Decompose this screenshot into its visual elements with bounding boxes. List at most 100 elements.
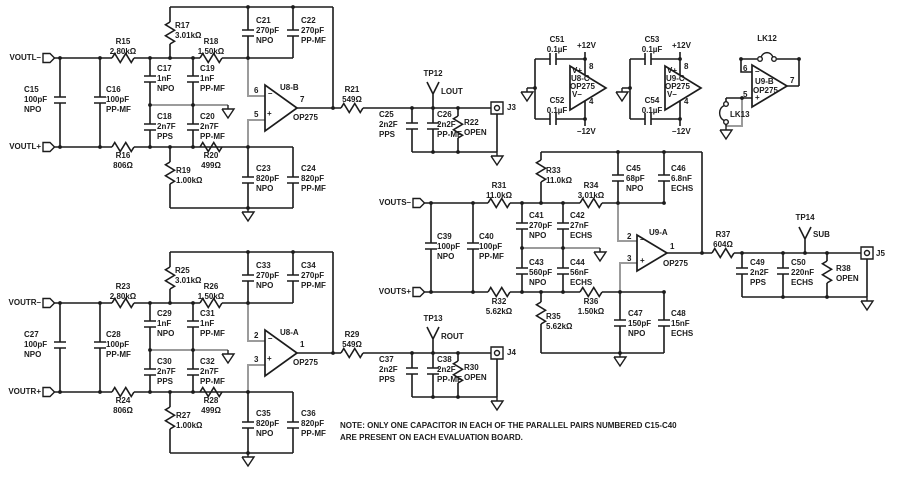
- label-c33: C33 270pF NPO: [256, 261, 280, 290]
- label-c44: C44 56nF ECHS: [570, 258, 593, 287]
- u8a-pin-inv: 2: [254, 331, 259, 340]
- label-r35: R35 5.62kΩ: [546, 312, 573, 331]
- label-plus12v-2: +12V: [672, 41, 691, 50]
- input-label-voutl-minus: VOUTL–: [9, 53, 41, 62]
- u8b-name: U8-B: [280, 83, 299, 92]
- u9c-pin-vminus: 4: [684, 97, 689, 106]
- label-c54: C54 0.1µF: [641, 96, 663, 115]
- label-lk13: LK13: [730, 110, 750, 119]
- u8c-name: U8-C: [571, 74, 590, 83]
- label-c45: C45 68pF NPO: [626, 164, 645, 193]
- u9a-pin-inv: 2: [627, 232, 632, 241]
- label-c29: C29 1nF NPO: [157, 309, 175, 338]
- u9c-vplus: V+: [667, 66, 678, 75]
- u9b-name: U9-B: [755, 77, 774, 86]
- label-j3: J3: [507, 103, 516, 112]
- label-c39: C39 100pF NPO: [437, 232, 461, 261]
- label-c25: C25 2n2F PPS: [379, 110, 398, 139]
- label-r24: R24 806Ω: [113, 396, 133, 415]
- jumper-arc-lk12: [760, 51, 774, 58]
- label-c15: C15 100pF NPO: [24, 85, 48, 114]
- u9a-plus-sign: +: [640, 256, 645, 265]
- u9b-pin-out: 7: [790, 76, 795, 85]
- label-minus12v-1: –12V: [577, 127, 596, 136]
- label-c48: C48 15nF ECHS: [671, 309, 694, 338]
- label-j5: J5: [876, 249, 885, 258]
- u8c-vplus: V+: [572, 66, 583, 75]
- label-c27: C27 100pF NPO: [24, 330, 48, 359]
- label-sub: SUB: [813, 230, 830, 239]
- u8a-pin-out: 1: [300, 340, 305, 349]
- u9a-pin-non: 3: [627, 254, 632, 263]
- u8a-plus-sign: +: [267, 354, 272, 363]
- u8c-part: OP275: [570, 82, 595, 91]
- u8c-pin-vplus: 8: [589, 62, 594, 71]
- u8b-minus-sign: –: [268, 89, 273, 98]
- input-label-vouts-minus: VOUTS–: [378, 198, 411, 207]
- label-c26: C26 2n2F PP-MF: [437, 110, 462, 139]
- label-r23: R23 2.80kΩ: [109, 282, 137, 301]
- label-tp14: TP14: [795, 213, 815, 222]
- input-label-vouts-plus: VOUTS+: [378, 287, 411, 296]
- label-c16: C16 100pF PP-MF: [106, 85, 131, 114]
- label-plus12v-1: +12V: [577, 41, 596, 50]
- label-minus12v-2: –12V: [672, 127, 691, 136]
- label-r33: R33 11.0kΩ: [546, 166, 572, 185]
- label-r27: R27 1.00kΩ: [176, 411, 203, 430]
- note-line-1: NOTE: ONLY ONE CAPACITOR IN EACH OF THE …: [340, 421, 677, 430]
- label-c30: C30 2n7F PPS: [157, 357, 176, 386]
- label-c23: C23 820pF NPO: [256, 164, 280, 193]
- label-r22: R22 OPEN: [464, 118, 487, 137]
- label-c41: C41 270pF NPO: [529, 211, 553, 240]
- label-r21: R21 549Ω: [342, 85, 362, 104]
- label-r17: R17 3.01kΩ: [175, 21, 202, 40]
- label-c28: C28 100pF PP-MF: [106, 330, 131, 359]
- label-r30: R30 OPEN: [464, 363, 487, 382]
- label-c49: C49 2n2F PPS: [750, 258, 769, 287]
- u8b-plus-sign: +: [267, 109, 272, 118]
- label-c50: C50 220nF ECHS: [791, 258, 815, 287]
- label-r34: R34 3.01kΩ: [577, 181, 605, 200]
- label-tp13: TP13: [423, 314, 443, 323]
- u8c-vminus: V–: [572, 90, 582, 99]
- wires-right-channel: [54, 251, 498, 454]
- input-label-voutr-plus: VOUTR+: [8, 387, 41, 396]
- u9b-pin-inv: 6: [743, 64, 748, 73]
- input-label-voutr-minus: VOUTR–: [8, 298, 41, 307]
- input-label-voutl-plus: VOUTL+: [9, 142, 41, 151]
- label-r19: R19 1.00kΩ: [176, 166, 203, 185]
- u8b-part: OP275: [293, 113, 318, 122]
- label-r26: R26 1.50kΩ: [197, 282, 225, 301]
- u9a-part: OP275: [663, 259, 688, 268]
- label-r16: R16 806Ω: [113, 151, 133, 170]
- wires-left-channel: [54, 6, 498, 209]
- u8b-pin-inv: 6: [254, 86, 259, 95]
- label-c36: C36 820pF PP-MF: [301, 409, 326, 438]
- label-c35: C35 820pF NPO: [256, 409, 280, 438]
- label-r36: R36 1.50kΩ: [577, 297, 605, 316]
- label-lk12: LK12: [757, 34, 777, 43]
- label-c37: C37 2n2F PPS: [379, 355, 398, 384]
- label-c46: C46 6.8nF ECHS: [671, 164, 694, 193]
- u9c-vminus: V–: [667, 90, 677, 99]
- label-c43: C43 560pF NPO: [529, 258, 553, 287]
- label-c34: C34 270pF PP-MF: [301, 261, 326, 290]
- u8b-pin-out: 7: [300, 95, 305, 104]
- junction-dots: [58, 5, 829, 455]
- u9c-pin-vplus: 8: [684, 62, 689, 71]
- u8c-pin-vminus: 4: [589, 97, 594, 106]
- label-c20: C20 2n7F PP-MF: [200, 112, 225, 141]
- label-j4: J4: [507, 348, 516, 357]
- u8b-pin-non: 5: [254, 110, 259, 119]
- u9a-name: U9-A: [649, 228, 668, 237]
- u9b-minus-sign: –: [755, 67, 760, 76]
- u8a-name: U8-A: [280, 328, 299, 337]
- u9a-pin-out: 1: [670, 242, 675, 251]
- label-c24: C24 820pF PP-MF: [301, 164, 326, 193]
- label-r32: R32 5.62kΩ: [485, 297, 513, 316]
- label-r31: R31 11.0kΩ: [486, 181, 512, 200]
- label-c40: C40 100pF PP-MF: [479, 232, 504, 261]
- label-r38: R38 OPEN: [836, 264, 859, 283]
- u9c-name: U9-C: [666, 74, 685, 83]
